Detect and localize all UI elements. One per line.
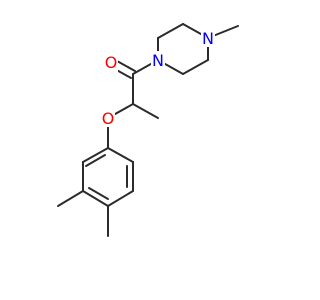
- bond-benzene-6: [107, 147, 134, 163]
- bond-ring-2: [157, 23, 184, 39]
- bond-benzene-3: [82, 190, 109, 207]
- structure-diagram: O N N O: [57, 23, 239, 237]
- bond-carbonyl-double-2: [116, 60, 136, 72]
- atom-n-amide: N: [151, 51, 165, 70]
- bond-alpha-methyl: [132, 103, 159, 119]
- bonds: [57, 23, 239, 237]
- bond-ring-5: [182, 59, 209, 75]
- bond-benzene-4: [107, 190, 134, 207]
- atom-n-amide-label: N: [152, 51, 164, 70]
- bond-benzene-1-inner: [85, 154, 106, 167]
- bond-methyl-3: [57, 190, 84, 207]
- atom-o-ether-label: O: [102, 109, 115, 128]
- atom-o-carbonyl-label: O: [105, 53, 118, 72]
- bond-benzene-1: [82, 147, 109, 163]
- bond-benzene-3-inner: [88, 187, 109, 200]
- atom-n-methyl-label: N: [202, 29, 214, 48]
- atom-labels: O N N O: [101, 29, 215, 128]
- atom-o-ether: O: [101, 109, 115, 128]
- atom-n-methyl: N: [201, 29, 215, 48]
- atom-o-carbonyl: O: [104, 53, 118, 72]
- molecule-canvas: O N N O: [57, 23, 239, 237]
